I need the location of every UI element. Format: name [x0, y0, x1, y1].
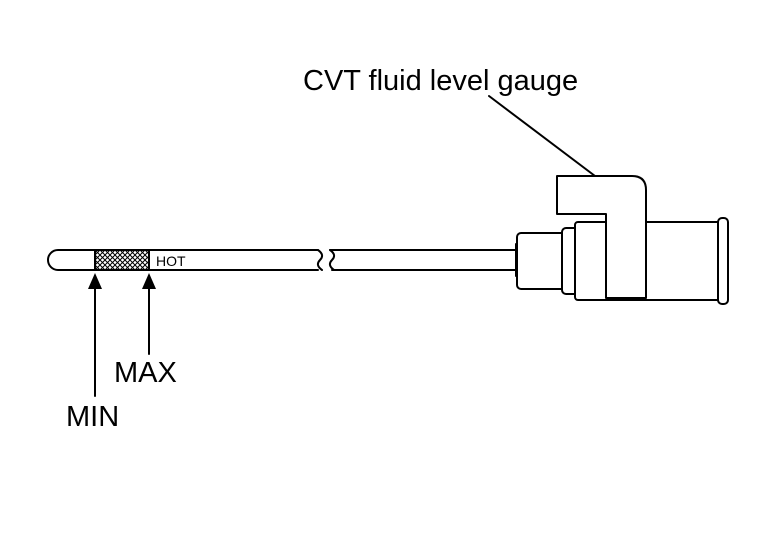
- max-label: MAX: [114, 357, 177, 389]
- gauge-leader-line: [488, 95, 596, 177]
- gauge-handle: [515, 175, 729, 305]
- min-arrow: [88, 273, 102, 397]
- min-max-zone: [94, 249, 150, 271]
- max-arrow: [142, 273, 156, 355]
- dipstick-rod: [47, 249, 521, 271]
- min-label: MIN: [66, 401, 119, 433]
- hot-label: HOT: [156, 253, 186, 269]
- gauge-label: CVT fluid level gauge: [303, 65, 578, 97]
